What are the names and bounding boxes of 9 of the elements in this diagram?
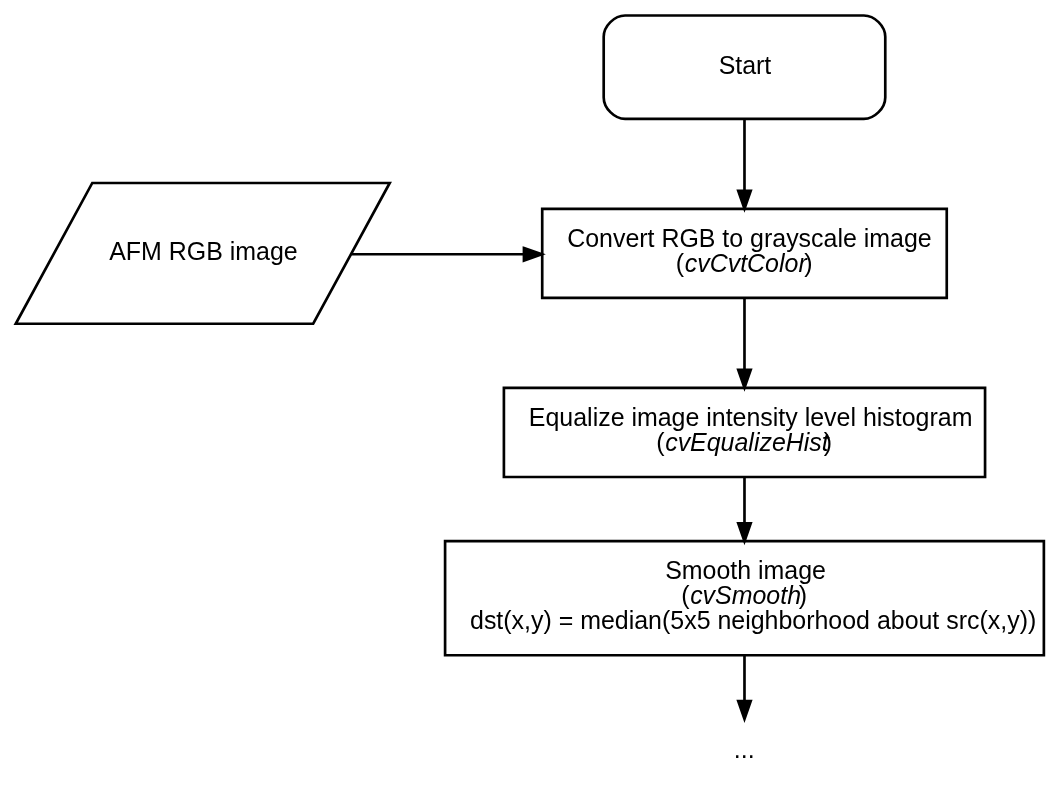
arrow xyxy=(735,477,753,546)
arrow xyxy=(351,246,546,263)
arrow xyxy=(735,298,753,392)
node-text: ... xyxy=(733,735,755,764)
arrow xyxy=(735,655,753,723)
node-box: Smooth image (cvSmooth) dst(x,y) = median(5x5 neighborhood about src(x,y)) xyxy=(443,539,1045,657)
node-box: Convert RGB to grayscale image (cvCvtColor) xyxy=(540,207,948,300)
arrow xyxy=(735,119,753,213)
node-box: Start xyxy=(601,14,887,121)
